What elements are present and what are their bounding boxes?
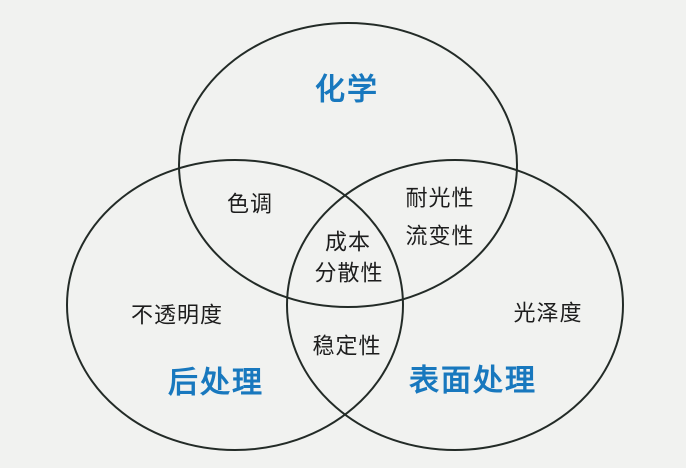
region-label-lightfastness: 耐光性 [405,186,474,211]
region-label-hue: 色调 [227,192,273,217]
venn-circles [66,22,624,451]
surface-treatment-circle [286,159,624,451]
set-title-post-processing: 后处理 [168,367,264,400]
set-title-chemistry: 化学 [315,73,379,107]
region-label-gloss: 光泽度 [513,301,582,326]
region-label-opacity: 不透明度 [131,303,223,328]
region-label-rheology: 流变性 [405,224,474,249]
region-label-dispersibility: 分散性 [314,261,383,286]
region-label-stability: 稳定性 [312,334,381,359]
set-titles: 化学 后处理 表面处理 [168,73,537,400]
chemistry-circle [178,22,518,308]
post-processing-circle [66,159,404,451]
set-title-surface-treatment: 表面处理 [409,365,537,398]
region-label-cost: 成本 [325,230,371,255]
region-labels: 色调 耐光性 流变性 成本 分散性 不透明度 光泽度 稳定性 [131,186,582,359]
